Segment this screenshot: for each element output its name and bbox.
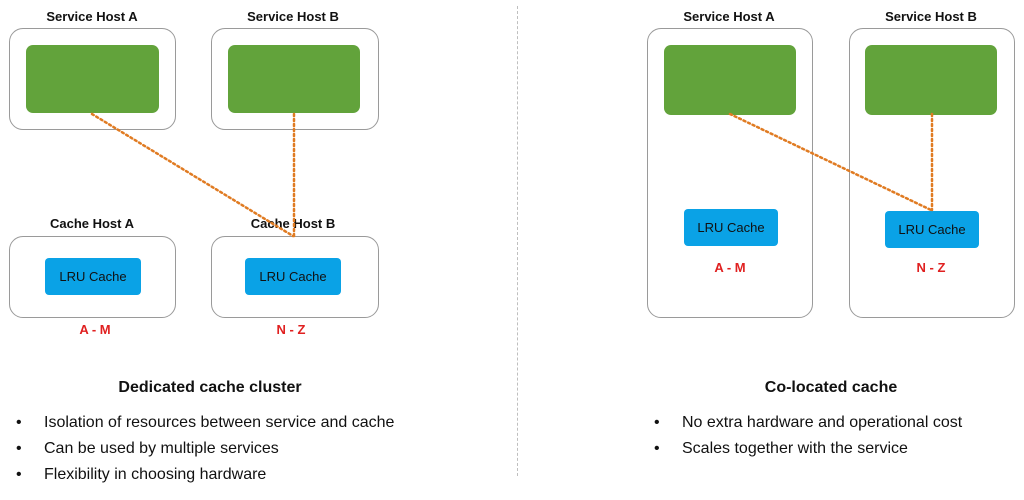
benefit-text: Isolation of resources between service a… [44,414,395,431]
list-item: • Can be used by multiple services [14,439,394,465]
cache-host-b-box: LRU Cache [211,236,379,318]
service-block [865,45,997,115]
benefit-text: Scales together with the service [682,440,908,457]
dedicated-cache-title: Dedicated cache cluster [118,379,302,396]
key-range-label: A - M [79,322,111,337]
service-host-b-label: Service Host B [885,9,977,24]
colocated-cache-benefits: • No extra hardware and operational cost… [652,413,962,465]
dedicated-cache-benefits: • Isolation of resources between service… [14,413,394,491]
list-item: • Scales together with the service [652,439,962,465]
list-item: • Flexibility in choosing hardware [14,465,394,491]
colocated-cache-title: Co-located cache [764,379,898,396]
cache-host-a-box: LRU Cache [9,236,176,318]
list-item: • No extra hardware and operational cost [652,413,962,439]
lru-cache-block: LRU Cache [885,211,979,248]
bullet-icon: • [16,414,22,431]
service-block [664,45,796,115]
lru-cache-block: LRU Cache [45,258,141,295]
list-item: • Isolation of resources between service… [14,413,394,439]
lru-cache-block: LRU Cache [245,258,341,295]
cache-host-b-label: Cache Host B [250,216,336,231]
key-range-label: A - M [714,260,746,275]
benefit-text: Can be used by multiple services [44,440,279,457]
service-host-a-label: Service Host A [683,9,775,24]
service-host-b-label: Service Host B [247,9,339,24]
key-range-label: N - Z [916,260,946,275]
service-block [228,45,360,113]
key-range-label: N - Z [276,322,306,337]
service-host-a-label: Service Host A [46,9,138,24]
service-host-b-box [211,28,379,130]
lru-cache-block: LRU Cache [684,209,778,246]
service-host-a-box [9,28,176,130]
cache-host-a-label: Cache Host A [49,216,135,231]
benefit-text: Flexibility in choosing hardware [44,466,267,483]
bullet-icon: • [16,466,22,483]
bullet-icon: • [654,440,660,457]
bullet-icon: • [654,414,660,431]
benefit-text: No extra hardware and operational cost [682,414,963,431]
section-divider [517,6,518,476]
service-block [26,45,159,113]
bullet-icon: • [16,440,22,457]
